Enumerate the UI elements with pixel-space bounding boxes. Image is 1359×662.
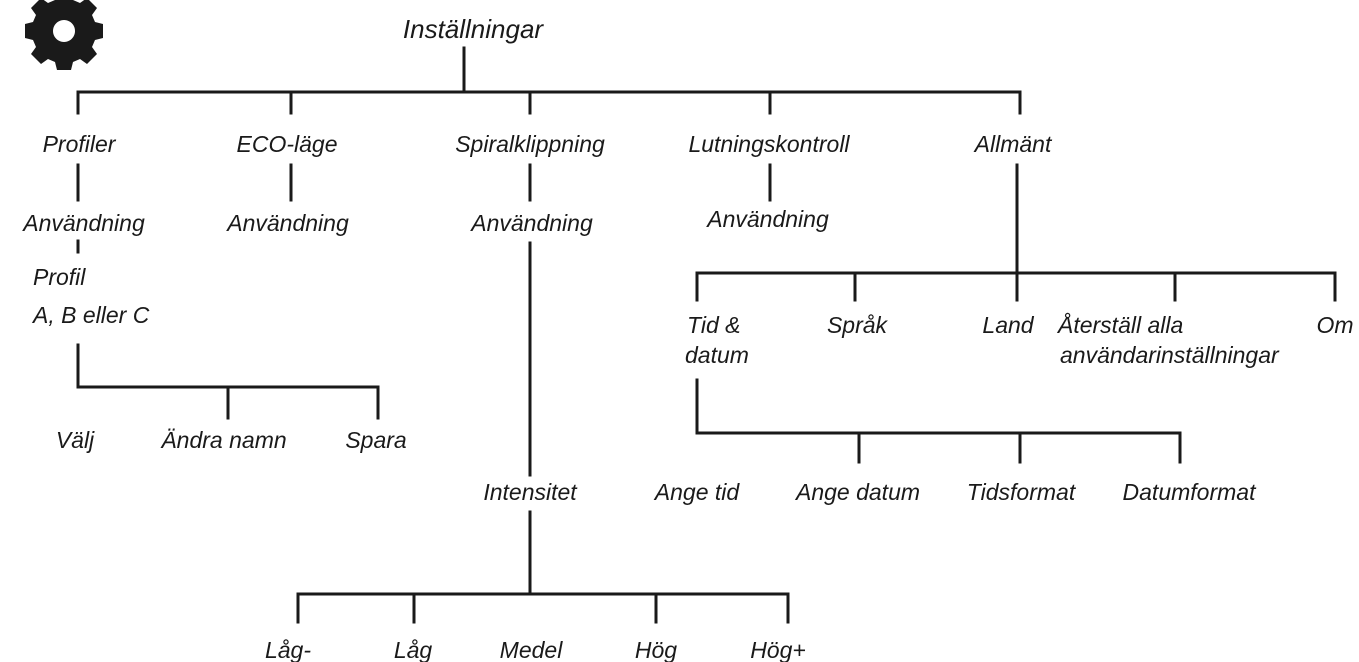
node-lutningskontroll: Lutningskontroll <box>688 131 850 157</box>
node-land: Land <box>982 312 1034 338</box>
node-profiler: Profiler <box>43 131 117 157</box>
node-spiralklippning: Spiralklippning <box>455 131 605 157</box>
node-sprak: Språk <box>827 312 889 338</box>
node-hog-plus: Hög+ <box>750 637 806 662</box>
node-spiral-anvandning: Användning <box>469 210 593 236</box>
node-tidsformat: Tidsformat <box>967 479 1077 505</box>
node-tid-datum-line2: datum <box>685 342 749 368</box>
gear-icon <box>25 0 103 70</box>
node-aterstall-line1: Återställ alla <box>1056 311 1183 338</box>
root-label: Inställningar <box>403 14 545 44</box>
node-spara: Spara <box>345 427 406 453</box>
node-profil-line1: Profil <box>33 264 86 290</box>
node-ange-datum: Ange datum <box>794 479 920 505</box>
node-lag: Låg <box>394 637 433 662</box>
node-valj: Välj <box>56 427 95 453</box>
tree-connectors <box>76 46 1337 624</box>
node-lag-minus: Låg- <box>265 637 311 662</box>
node-eco-lage: ECO-läge <box>237 131 338 157</box>
node-om: Om <box>1316 312 1353 338</box>
node-datumformat: Datumformat <box>1123 479 1258 505</box>
node-profil-line2: A, B eller C <box>31 302 150 328</box>
node-hog: Hög <box>635 637 677 662</box>
node-tid-datum-line1: Tid & <box>687 312 740 338</box>
node-eco-anvandning: Användning <box>225 210 349 236</box>
node-profiler-anvandning: Användning <box>21 210 145 236</box>
node-allmant: Allmänt <box>973 131 1053 157</box>
node-ange-tid: Ange tid <box>653 479 741 505</box>
node-medel: Medel <box>500 637 564 662</box>
node-lutning-anvandning: Användning <box>705 206 829 232</box>
node-andra-namn: Ändra namn <box>160 427 286 453</box>
node-intensitet: Intensitet <box>483 479 578 505</box>
node-aterstall-line2: användarinställningar <box>1060 342 1280 368</box>
